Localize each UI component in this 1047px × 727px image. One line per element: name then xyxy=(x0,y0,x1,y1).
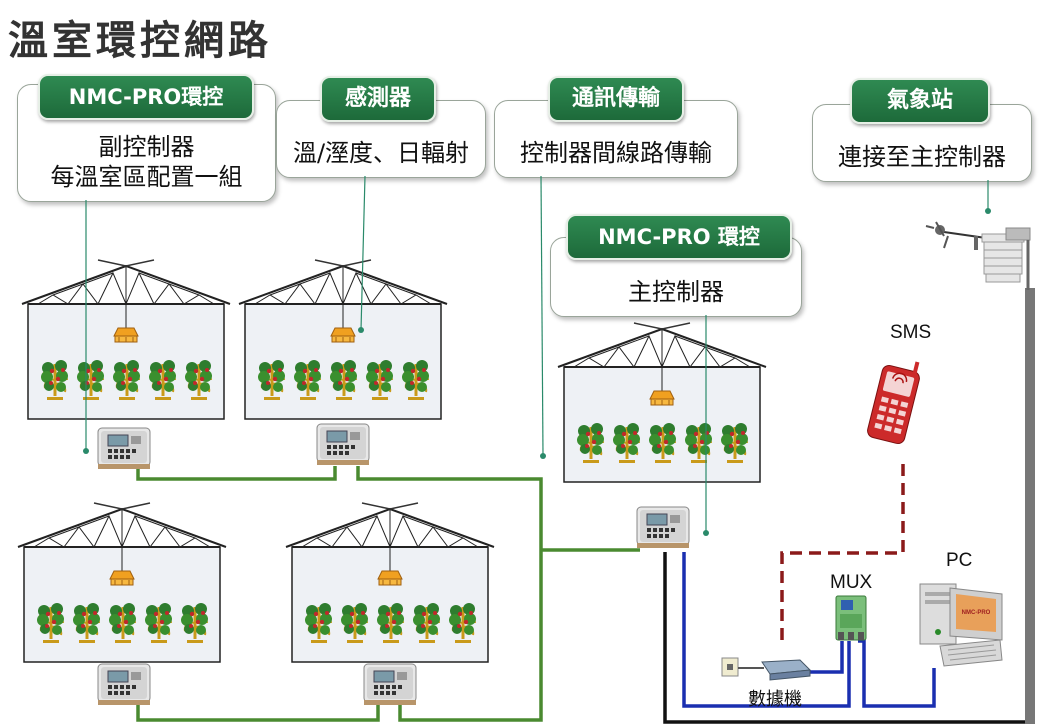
sensor-pointer-dot xyxy=(358,327,364,333)
sensor-body: 溫/溼度、日輻射 xyxy=(292,139,470,167)
sensor-pointer xyxy=(360,175,366,331)
weather-station-icon xyxy=(925,221,1031,290)
mux-label: MUX xyxy=(830,572,873,593)
pc-screen-text: NMC-PRO xyxy=(962,610,991,616)
sms-phone-icon xyxy=(867,361,920,445)
main-controller-tag: NMC-PRO 環控 xyxy=(566,214,792,260)
sub-controller-line1: 副控制器 xyxy=(98,133,195,161)
green-network-wiring xyxy=(136,463,640,722)
controller-greenhouse-4 xyxy=(363,663,417,706)
sub-controller-pointer-dot xyxy=(83,448,89,454)
modem-label: 數據機 xyxy=(748,689,802,710)
sensor-tag: 感測器 xyxy=(320,76,436,122)
sub-controller-line2: 每溫室區配置一組 xyxy=(50,163,243,191)
sub-controller-tag: NMC-PRO環控 xyxy=(38,74,254,120)
pc-icon: NMC-PRO xyxy=(919,583,1003,667)
greenhouse-main xyxy=(558,323,766,482)
comm-pointer xyxy=(540,175,544,456)
comm-pointer-dot xyxy=(540,453,546,459)
greenhouse-2 xyxy=(239,260,447,419)
weather-tag: 氣象站 xyxy=(850,78,990,124)
comm-tag: 通訊傳輸 xyxy=(548,76,684,122)
controller-greenhouse-1 xyxy=(97,427,151,470)
blue-wiring xyxy=(682,552,936,708)
pc-label: PC xyxy=(946,550,973,571)
sms-dashed-link xyxy=(780,464,905,642)
main-controller-pointer-dot xyxy=(703,530,709,536)
main-controller-body: 主控制器 xyxy=(628,278,724,306)
controller-greenhouse-2 xyxy=(316,423,370,466)
weather-mast xyxy=(1025,288,1035,724)
weather-body: 連接至主控制器 xyxy=(838,143,1006,171)
greenhouse-1 xyxy=(22,260,230,419)
main-controller-unit xyxy=(636,506,690,549)
weather-callout: 連接至主控制器 xyxy=(812,104,1032,182)
weather-pointer-dot xyxy=(985,208,991,214)
greenhouse-4 xyxy=(286,503,494,662)
controller-greenhouse-3 xyxy=(97,663,151,706)
page-title: 溫室環控網路 xyxy=(8,17,272,64)
sms-label: SMS xyxy=(890,322,932,343)
comm-body: 控制器間線路傳輸 xyxy=(520,139,712,167)
modem-icon xyxy=(721,657,812,681)
greenhouse-3 xyxy=(18,503,226,662)
mux-device-icon xyxy=(835,595,867,641)
